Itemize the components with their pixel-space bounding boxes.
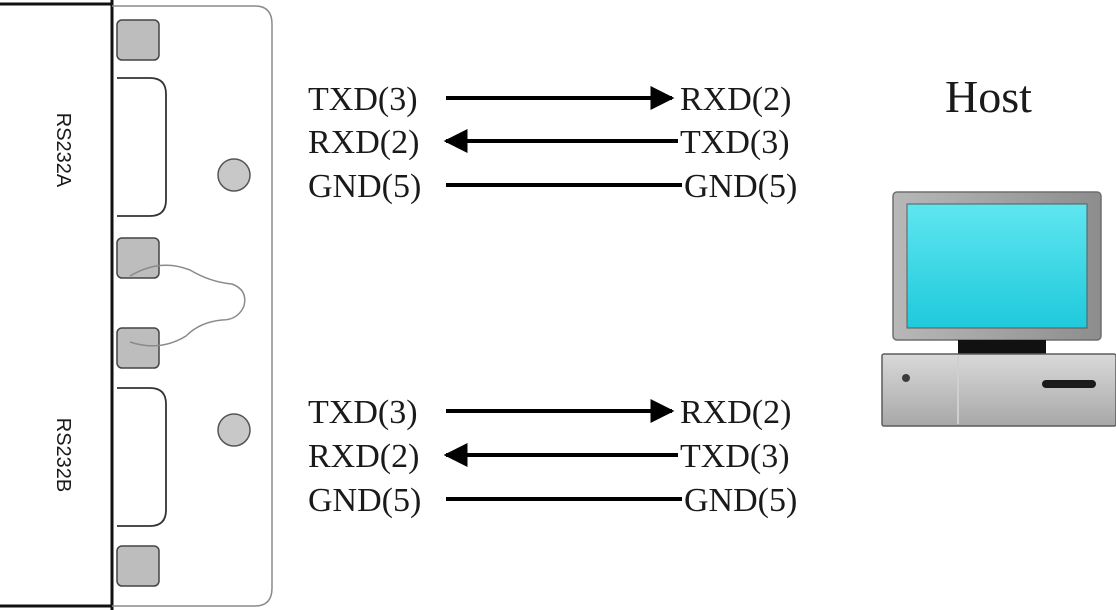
signal-label-left: RXD(2) xyxy=(308,124,419,161)
panel-tab-3 xyxy=(116,327,160,369)
device-panel: RS232A RS232B xyxy=(0,0,273,610)
signal-label-right: TXD(3) xyxy=(680,438,790,475)
port-b-outline xyxy=(117,387,167,527)
signal-label-right: RXD(2) xyxy=(680,394,791,431)
signal-label-right: TXD(3) xyxy=(680,124,790,161)
signal-label-right: RXD(2) xyxy=(680,81,791,118)
led-indicator-b xyxy=(217,413,251,447)
signal-label-right: GND(5) xyxy=(684,168,797,205)
signal-label-right: GND(5) xyxy=(684,482,797,519)
monitor-screen xyxy=(906,203,1088,329)
panel-outline xyxy=(112,5,273,607)
signal-label-left: TXD(3) xyxy=(308,81,418,118)
signal-label-left: RXD(2) xyxy=(308,438,419,475)
panel-notch xyxy=(129,264,246,347)
power-button xyxy=(902,374,910,382)
host-label: Host xyxy=(945,71,1032,122)
panel-tab-4 xyxy=(116,545,160,587)
computer-case xyxy=(881,353,1116,427)
led-indicator-a xyxy=(217,158,251,192)
signal-label-left: TXD(3) xyxy=(308,394,418,431)
signal-label-left: GND(5) xyxy=(308,482,421,519)
monitor-neck xyxy=(958,340,1046,354)
panel-tab-1 xyxy=(116,19,160,61)
drive-slot xyxy=(1042,380,1096,388)
port-label-b: RS232B xyxy=(52,418,74,493)
wiring-group-b: TXD(3) RXD(2) RXD(2) TXD(3) GND(5) GND(5… xyxy=(308,394,797,519)
computer-icon xyxy=(881,191,1116,427)
wiring-group-a: TXD(3) RXD(2) RXD(2) TXD(3) GND(5) GND(5… xyxy=(308,81,797,205)
port-label-a: RS232A xyxy=(52,113,74,188)
signal-label-left: GND(5) xyxy=(308,168,421,205)
port-a-outline xyxy=(117,77,167,217)
